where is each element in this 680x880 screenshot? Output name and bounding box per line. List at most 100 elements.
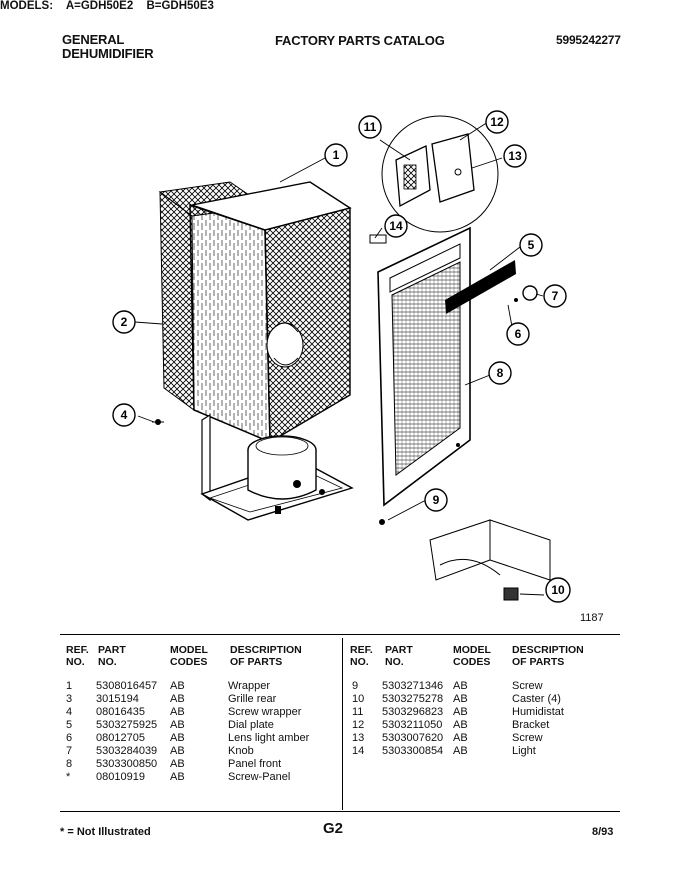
model-code-cell: AB: [453, 693, 468, 705]
svg-text:1: 1: [333, 148, 340, 162]
small-parts-drawing: [152, 234, 538, 525]
ref-no-cell: 3: [66, 693, 73, 705]
part-no-cell: 5303296823: [382, 706, 444, 718]
wrapper-cabinet-drawing: [189, 181, 352, 444]
ref-no-cell: 9: [352, 680, 359, 692]
caster-inset-drawing: [429, 519, 551, 601]
ref-no-cell: 4: [66, 706, 73, 718]
brand-line-2: DEHUMIDIFIER: [62, 46, 154, 61]
part-no-cell: 5303211050: [382, 719, 443, 731]
svg-text:14: 14: [389, 219, 403, 233]
model-code-cell: AB: [170, 719, 185, 731]
callout-10: 10: [545, 577, 571, 603]
brand-line-1: GENERAL: [62, 32, 125, 47]
header-ref-no-right: REF.NO.: [350, 644, 373, 668]
callout-14: 14: [384, 214, 408, 238]
rear-grille-drawing: [158, 181, 267, 411]
svg-text:7: 7: [552, 289, 559, 303]
model-code-cell: AB: [453, 706, 468, 718]
svg-text:13: 13: [508, 149, 522, 163]
description-cell: Light: [512, 745, 536, 757]
callout-7: 7: [543, 284, 567, 308]
part-no-cell: 5303284039: [96, 745, 158, 757]
svg-text:5: 5: [528, 238, 535, 252]
ref-no-cell: 13: [352, 732, 365, 744]
models-label: MODELS:: [0, 0, 54, 12]
model-code-cell: AB: [170, 758, 185, 770]
model-code-cell: AB: [453, 719, 468, 731]
callout-1: 1: [324, 143, 348, 167]
ref-no-cell: *: [66, 771, 71, 783]
revision-date: 8/93: [592, 826, 614, 838]
part-no-cell: 5303275278: [382, 693, 444, 705]
compressor-base-drawing: [200, 413, 354, 521]
description-cell: Grille rear: [228, 693, 277, 705]
callout-12: 12: [485, 110, 509, 134]
page-number: G2: [323, 820, 344, 837]
description-cell: Wrapper: [228, 680, 270, 692]
svg-text:11: 11: [364, 120, 377, 134]
description-cell: Screw wrapper: [228, 706, 302, 718]
model-code-cell: AB: [170, 706, 185, 718]
ref-no-cell: 5: [66, 719, 73, 731]
ref-no-cell: 14: [352, 745, 365, 757]
exploded-parts-diagram: 1 2 4 5 6 7 8 9 10 11 12 13 14: [112, 110, 571, 603]
ref-no-cell: 10: [352, 693, 365, 705]
callout-9: 9: [424, 488, 448, 512]
table-divider: [342, 638, 343, 810]
description-cell: Bracket: [512, 719, 550, 731]
model-a: A=GDH50E2: [65, 0, 134, 12]
callout-4: 4: [112, 403, 136, 427]
model-code-cell: AB: [453, 745, 468, 757]
part-no-cell: 08012705: [96, 732, 145, 744]
svg-text:10: 10: [551, 583, 565, 597]
callout-2: 2: [112, 310, 136, 334]
description-cell: Lens light amber: [228, 732, 310, 744]
description-cell: Screw: [512, 732, 543, 744]
description-cell: Screw-Panel: [228, 771, 291, 783]
figure-number: 1187: [580, 612, 604, 624]
front-panel-drawing: [377, 226, 516, 507]
not-illustrated-note: * = Not Illustrated: [60, 826, 151, 838]
svg-text:8: 8: [497, 366, 504, 380]
description-cell: Panel front: [228, 758, 282, 770]
humidistat-inset-drawing: [381, 115, 499, 233]
ref-no-cell: 7: [66, 745, 73, 757]
callout-8: 8: [488, 361, 512, 385]
model-code-cell: AB: [170, 732, 185, 744]
part-no-cell: 5308016457: [96, 680, 158, 692]
description-cell: Screw: [512, 680, 543, 692]
part-no-cell: 5303007620: [382, 732, 444, 744]
model-code-cell: AB: [170, 693, 185, 705]
svg-text:2: 2: [121, 315, 128, 329]
part-no-cell: 08010919: [96, 771, 145, 783]
part-no-cell: 3015194: [96, 693, 139, 705]
svg-text:6: 6: [515, 327, 522, 341]
model-code-cell: AB: [170, 771, 185, 783]
model-b: B=GDH50E3: [146, 0, 214, 12]
description-cell: Humidistat: [512, 706, 564, 718]
callout-11: 11: [358, 115, 382, 139]
model-code-cell: AB: [453, 732, 468, 744]
ref-no-cell: 11: [352, 706, 364, 718]
model-code-cell: AB: [170, 680, 185, 692]
table-bottom-rule: [60, 811, 620, 812]
part-no-cell: 5303275925: [96, 719, 158, 731]
part-no-cell: 5303271346: [382, 680, 444, 692]
svg-text:4: 4: [121, 408, 128, 422]
description-cell: Dial plate: [228, 719, 274, 731]
models-line: MODELS: A=GDH50E2 B=GDH50E3: [0, 0, 680, 12]
part-no-cell: 5303300854: [382, 745, 444, 757]
model-code-cell: AB: [170, 745, 185, 757]
ref-no-cell: 1: [66, 680, 73, 692]
ref-no-cell: 12: [352, 719, 365, 731]
ref-no-cell: 8: [66, 758, 73, 770]
part-no-cell: 5303300850: [96, 758, 158, 770]
ref-no-cell: 6: [66, 732, 73, 744]
